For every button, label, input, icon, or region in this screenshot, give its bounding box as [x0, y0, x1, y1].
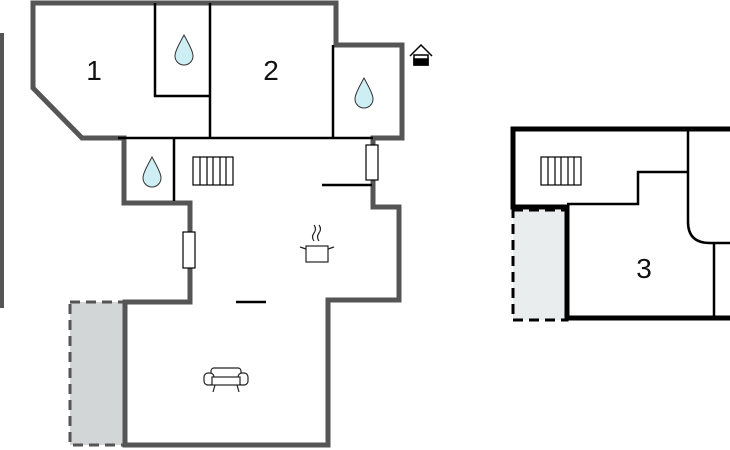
kitchen-pot-icon: [299, 224, 335, 263]
room-label-2: 2: [263, 55, 279, 86]
stairs-icon: [192, 156, 234, 186]
terrace: [68, 300, 127, 447]
house-entrance-icon: [409, 43, 433, 66]
window: [365, 144, 379, 181]
inner-walls: [567, 129, 730, 318]
terrace: [511, 208, 569, 322]
bathroom-drop-icon: [142, 33, 374, 188]
inner-walls: [118, 3, 373, 304]
outer-wall: [30, 0, 405, 448]
room-label-1: 1: [86, 55, 102, 86]
stairs-icon: [540, 156, 582, 186]
room-label-3: 3: [636, 253, 652, 284]
window: [182, 231, 196, 269]
sofa-icon: [203, 367, 249, 393]
outer-wall: [510, 126, 730, 321]
